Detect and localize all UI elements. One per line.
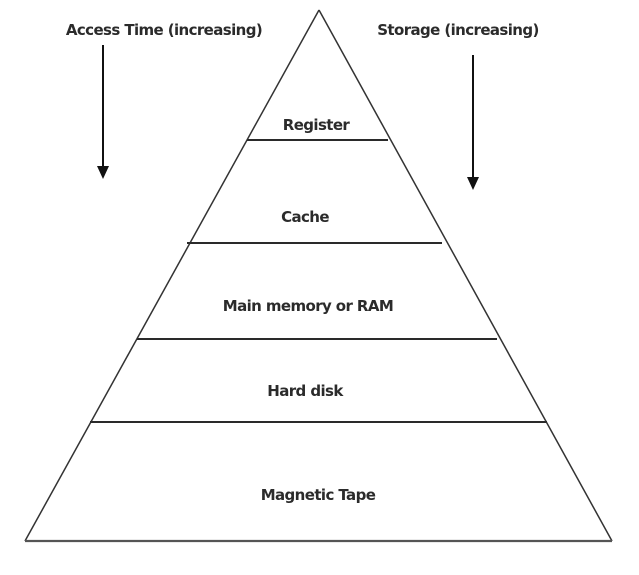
arrow-down-icon (467, 55, 479, 190)
pyramid-left-edge (24, 9, 320, 542)
storage-arrow-head (467, 177, 479, 190)
access-time-arrow-head (97, 166, 109, 179)
level-label-main-memory: Main memory or RAM (223, 297, 393, 315)
pyramid-right-edge (318, 9, 613, 542)
level-label-register: Register (283, 116, 351, 134)
access-time-label: Access Time (increasing) (66, 21, 262, 39)
level-label-cache: Cache (281, 208, 329, 226)
storage-label: Storage (increasing) (377, 21, 539, 39)
level-label-magnetic-tape: Magnetic Tape (261, 486, 376, 504)
arrow-down-icon (97, 45, 109, 179)
level-label-hard-disk: Hard disk (267, 382, 344, 400)
